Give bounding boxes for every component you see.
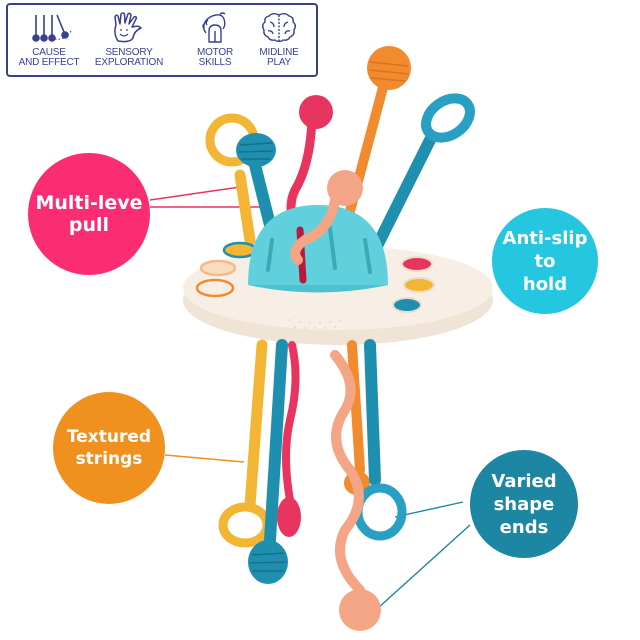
callout-text: Varied bbox=[491, 470, 557, 492]
feature-label: CAUSE bbox=[32, 47, 66, 58]
callout-text: ends bbox=[499, 516, 549, 538]
pendulum-icon bbox=[32, 14, 72, 42]
callout-text: Textured bbox=[66, 427, 152, 447]
hand-icon bbox=[114, 12, 142, 43]
pressing-hand-icon bbox=[202, 12, 226, 43]
callout-text: hold bbox=[522, 273, 568, 295]
callout-text: Anti-slip bbox=[502, 227, 588, 249]
bottom-strings bbox=[218, 339, 407, 631]
feature-label: PLAY bbox=[266, 57, 292, 68]
feature-label: EXPLORATION bbox=[94, 57, 164, 68]
callout-text: shape bbox=[493, 493, 555, 515]
callout-text: Multi-leve bbox=[35, 192, 143, 214]
toy-base bbox=[183, 170, 493, 345]
brain-icon bbox=[262, 13, 296, 43]
feature-label: SENSORY bbox=[105, 47, 153, 58]
feature-label: SKILLS bbox=[198, 57, 232, 68]
callout-text: pull bbox=[68, 214, 110, 236]
callout-text: to bbox=[534, 250, 556, 272]
feature-label: MIDLINE bbox=[259, 47, 299, 58]
feature-label: MOTOR bbox=[196, 47, 234, 58]
callout-text: strings bbox=[75, 449, 143, 469]
feature-label: AND EFFECT bbox=[18, 57, 80, 68]
